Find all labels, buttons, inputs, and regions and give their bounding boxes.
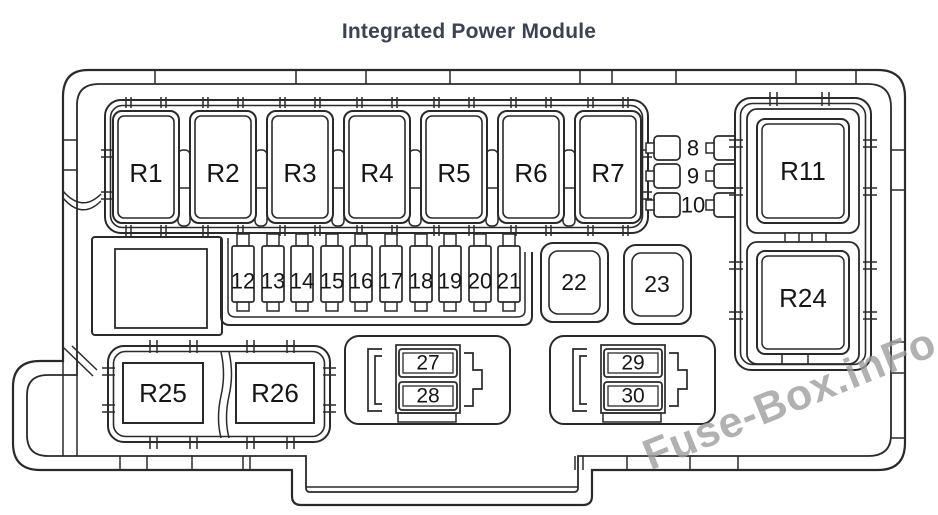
- relay-r25-label: R25: [139, 378, 187, 408]
- right-block-ticks-top: [769, 92, 830, 106]
- bottom-relay-block: R25 R26: [102, 340, 336, 449]
- r25-r26-divider: [217, 351, 233, 439]
- relay-r1-label: R1: [129, 158, 162, 188]
- fuse-17-label: 17: [379, 269, 403, 294]
- blank-component-box: [91, 236, 223, 336]
- r24-contact-marks: [781, 354, 809, 364]
- fuse-15-label: 15: [320, 269, 344, 294]
- fuse-9-left-cavity: [653, 163, 681, 189]
- fuse-19-label: 19: [438, 269, 462, 294]
- fuse-14-label: 14: [290, 269, 314, 294]
- left-bracket: [572, 348, 587, 412]
- fuse-16-label: 16: [349, 269, 373, 294]
- fuse-22-label: 22: [561, 269, 587, 295]
- relay-r4-label: R4: [360, 158, 393, 188]
- relay-r6-label: R6: [514, 158, 547, 188]
- bottom-block-ticks-right: [323, 367, 336, 413]
- fuse-21: 21: [497, 233, 521, 312]
- fuse-27-label: 27: [416, 352, 439, 375]
- fuse-21-label: 21: [497, 269, 521, 294]
- relay-r3-label: R3: [283, 158, 316, 188]
- relay-r7: R7: [574, 110, 642, 224]
- fuse-20: 20: [468, 233, 492, 312]
- relay-r4: R4: [343, 110, 411, 224]
- right-block-ticks-right: [863, 139, 877, 320]
- relay-r26-label: R26: [251, 378, 299, 408]
- relay-rail-inner: [109, 104, 644, 229]
- bottom-block-ticks-top: [149, 340, 295, 353]
- fuse-29-label: 29: [621, 352, 644, 375]
- dual-fuse-block-27-28: 27 28: [344, 335, 511, 425]
- edge-ticks-bottom: [119, 456, 739, 470]
- relay-r1: R1: [112, 110, 180, 224]
- module-inner-border: [26, 83, 892, 493]
- bottom-block-ticks-bottom: [149, 436, 295, 449]
- module-outer-border: [11, 68, 907, 507]
- fuse-12: 12: [231, 233, 255, 312]
- right-block-ticks-left: [729, 139, 743, 320]
- fuse-16: 16: [349, 233, 373, 312]
- fuse-17: 17: [379, 233, 403, 312]
- fuse-10-label: 10: [681, 193, 705, 218]
- relay-r2: R2: [189, 110, 257, 224]
- fuse-23: 23: [623, 244, 692, 325]
- relay-r24: R24: [746, 241, 860, 365]
- left-edge-notch: [62, 190, 102, 211]
- fuse-13-label: 13: [261, 269, 285, 294]
- side-fuse-row-10: 10: [645, 192, 739, 218]
- relay-r24-label: R24: [779, 283, 827, 313]
- relay-r2-label: R2: [206, 158, 239, 188]
- fuse-8-label: 8: [687, 136, 699, 161]
- side-fuse-row-9: 9: [645, 163, 739, 189]
- fuse-13: 13: [261, 233, 285, 312]
- relay-r5: R5: [420, 110, 488, 224]
- page-title: Integrated Power Module: [341, 20, 597, 43]
- side-fuse-row-8: 8: [645, 135, 739, 161]
- module-outline: [11, 68, 907, 507]
- fuse-12-label: 12: [231, 269, 255, 294]
- carrier-tab: [602, 412, 662, 423]
- dual-fuse-block-29-30: 29 30: [549, 335, 716, 425]
- relay-r11-label: R11: [780, 156, 826, 186]
- fuse-28-label: 28: [416, 385, 439, 408]
- fuse-8-left-cavity: [653, 135, 681, 161]
- carrier-tab: [397, 412, 457, 423]
- left-corner-wedge: [62, 345, 98, 456]
- rail-pin-ticks-bottom: [125, 225, 629, 236]
- edge-ticks-left: [63, 139, 77, 171]
- relay-r6: R6: [497, 110, 565, 224]
- fuse-30-label: 30: [621, 385, 644, 408]
- fuse-14: 14: [290, 233, 314, 312]
- fuse-15: 15: [320, 233, 344, 312]
- relay-r25-body: [122, 362, 204, 424]
- fuse-19: 19: [438, 233, 462, 312]
- rail-pin-ticks-top: [125, 97, 629, 108]
- relay-r3: R3: [266, 110, 334, 224]
- right-relay-block: R11 R24: [729, 92, 877, 371]
- relay-r7-label: R7: [591, 158, 624, 188]
- relay-r11: R11: [746, 108, 860, 234]
- relay-r26-body: [235, 362, 315, 424]
- mini-fuse-channel: [220, 238, 533, 326]
- right-bracket: [464, 352, 483, 407]
- relay-r5-label: R5: [437, 158, 470, 188]
- fuse-18: 18: [409, 233, 433, 312]
- right-bracket: [669, 352, 688, 407]
- fuse-23-label: 23: [644, 271, 670, 297]
- fuse-18-label: 18: [409, 269, 433, 294]
- fuse-9-label: 9: [687, 164, 699, 189]
- edge-ticks-top: [154, 70, 857, 84]
- left-bracket: [367, 348, 382, 412]
- bottom-block-ticks-left: [102, 367, 115, 413]
- edge-ticks-right: [891, 149, 905, 439]
- fuse-10-left-cavity: [653, 192, 681, 218]
- fuse-22: 22: [540, 242, 609, 323]
- fuse-20-label: 20: [468, 269, 492, 294]
